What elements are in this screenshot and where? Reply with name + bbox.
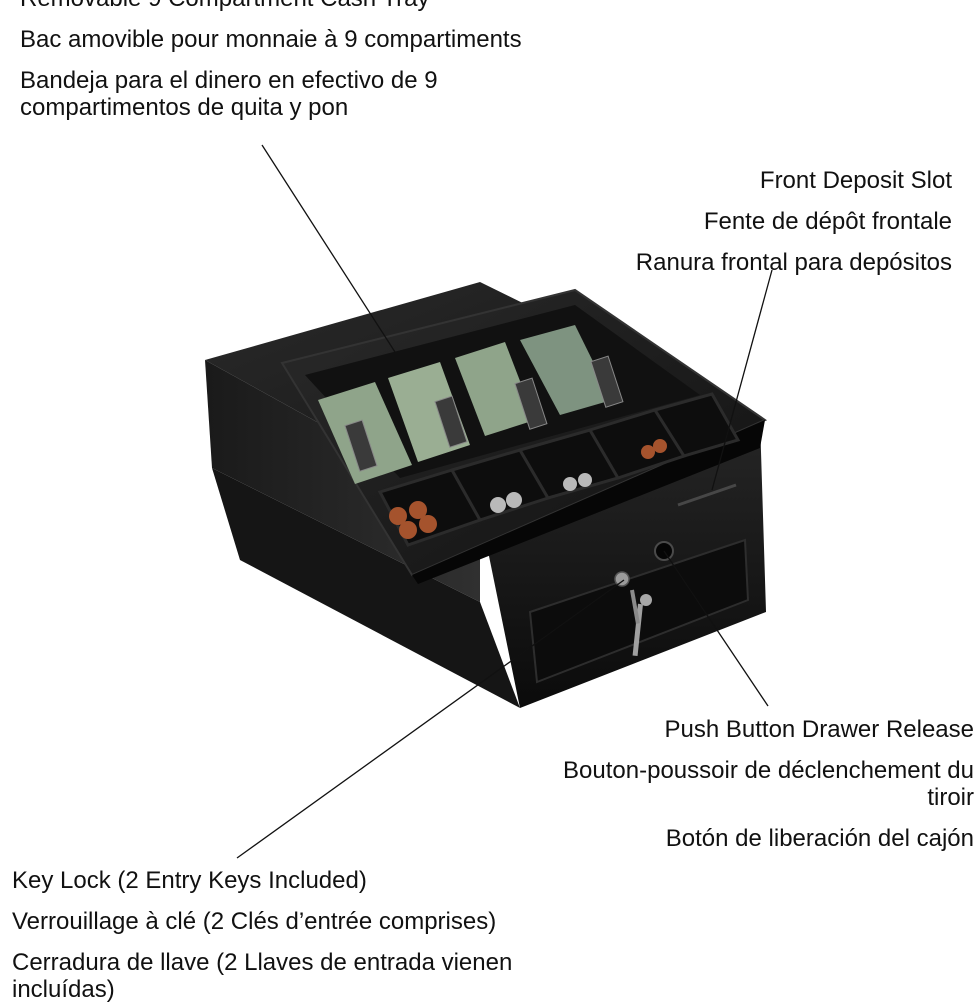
push-label-fr: Bouton-poussoir de déclenchement du tiro… bbox=[563, 757, 974, 811]
slot-label-es: Ranura frontal para depósitos bbox=[635, 249, 952, 276]
key-lock[interactable] bbox=[614, 571, 652, 657]
lock-label-fr: Verrouillage à clé (2 Clés d’entrée comp… bbox=[12, 908, 497, 935]
cash-drawer-illustration bbox=[205, 144, 773, 859]
bill-4 bbox=[520, 325, 612, 415]
tray-label-en: Removable 9 Compartment Cash Tray bbox=[20, 0, 540, 12]
front-deposit-slot[interactable] bbox=[677, 483, 737, 507]
slot-label-fr: Fente de dépôt frontale bbox=[703, 208, 952, 235]
coins-copper bbox=[389, 439, 667, 539]
callout-deposit-slot: Front Deposit Slot Fente de dépôt fronta… bbox=[532, 167, 952, 276]
tray-label-es: Bandeja para el dinero en efectivo de 9 … bbox=[20, 67, 438, 121]
slot-label-en: Front Deposit Slot bbox=[759, 167, 952, 194]
coin-compartments bbox=[377, 392, 741, 547]
push-label-es: Botón de liberación del cajón bbox=[665, 825, 974, 852]
callout-key-lock: Key Lock (2 Entry Keys Included) Verroui… bbox=[12, 867, 572, 1003]
callout-push-button: Push Button Drawer Release Bouton-pousso… bbox=[554, 716, 974, 852]
lock-label-es: Cerradura de llave (2 Llaves de entrada … bbox=[12, 949, 513, 1003]
leader-lines bbox=[236, 144, 773, 859]
lock-label-en: Key Lock (2 Entry Keys Included) bbox=[12, 867, 367, 894]
tray-label-fr: Bac amovible pour monnaie à 9 compartime… bbox=[20, 26, 522, 53]
push-label-en: Push Button Drawer Release bbox=[664, 716, 975, 743]
callout-cash-tray: Removable 9 Compartment Cash Tray Bac am… bbox=[20, 0, 540, 121]
coins-silver bbox=[490, 473, 592, 513]
bill-3 bbox=[455, 342, 535, 436]
cash-tray[interactable] bbox=[280, 288, 768, 584]
